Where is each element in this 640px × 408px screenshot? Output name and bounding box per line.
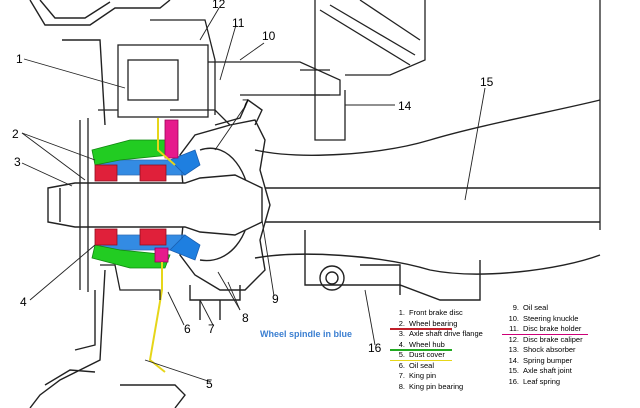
legend-item: 2. Wheel bearing — [390, 318, 483, 330]
legend-item: 11. Disc brake holder — [502, 324, 588, 335]
legend-item-number: 2. — [398, 318, 405, 328]
legend-item: 16. Leaf spring — [508, 377, 583, 388]
disc-brake-holder — [154, 119, 179, 263]
leader-lines — [21, 7, 486, 383]
caption: Wheel spindle in blue — [260, 329, 353, 339]
wheel-bearings — [94, 164, 167, 246]
legend-item-number: 15. — [508, 366, 519, 375]
legend-item-label: Axle shaft joint — [523, 366, 572, 375]
legend-item-number: 5. — [398, 350, 405, 359]
legend-item-number: 14. — [508, 355, 519, 365]
legend-item-label: Disc brake holder — [523, 324, 582, 333]
legend-item: 14. Spring bumper — [508, 356, 583, 367]
legend-item-label: Wheel bearing — [409, 318, 458, 328]
legend-item-number: 9. — [512, 303, 519, 312]
callout-15: 15 — [480, 75, 494, 89]
callout-6: 6 — [184, 322, 191, 336]
dust-cover — [148, 118, 176, 373]
legend-item-number: 4. — [398, 339, 405, 349]
wheel-rim — [29, 0, 186, 408]
legend-item-number: 6. — [398, 360, 405, 370]
chassis — [300, 0, 601, 230]
callout-labels: 1 2 3 4 5 6 7 7 8 9 10 11 12 14 15 16 — [12, 0, 494, 391]
legend-item: 13. Shock absorber — [508, 345, 583, 356]
callout-5: 5 — [206, 377, 213, 391]
legend-item-label: Front brake disc — [409, 308, 463, 317]
legend-item: 4. Wheel hub — [390, 339, 483, 351]
legend-item-label: King pin — [409, 371, 437, 380]
callout-4: 4 — [20, 295, 27, 309]
brake-disc — [79, 118, 161, 300]
legend-item-number: 1. — [398, 308, 405, 317]
legend-item: 1. Front brake disc — [394, 308, 483, 319]
legend-item-label: Spring bumper — [523, 355, 573, 365]
callout-8: 8 — [242, 311, 249, 325]
legend-item: 6. Oil seal — [394, 361, 483, 372]
legend-item-label: King pin bearing — [409, 381, 464, 391]
wheel-hub — [91, 139, 171, 269]
legend-item-number: 12. — [508, 334, 519, 344]
callout-14: 14 — [398, 99, 412, 113]
legend-item: 9. Oil seal — [508, 303, 583, 314]
legend-item-label: Leaf spring — [523, 376, 561, 386]
legend-item-underline — [390, 349, 452, 351]
legend-item: 15. Axle shaft joint — [508, 366, 583, 377]
legend-item-label: Shock absorber — [523, 345, 576, 354]
legend-item-underline — [390, 328, 452, 330]
callout-7b: 7 — [242, 97, 249, 111]
legend-item: 5. Dust cover — [390, 350, 483, 361]
legend-left: 1. Front brake disc 2. Wheel bearing 3. Axle … — [390, 308, 483, 393]
legend-right: 9. Oil seal 10. Steering knuckle 11. Disc bra… — [502, 303, 588, 388]
legend-item: 7. King pin — [394, 371, 483, 382]
callout-7a: 7 — [208, 322, 215, 336]
legend-item-underline — [390, 359, 452, 361]
legend-item-label: Dust cover — [409, 350, 445, 359]
legend-item-number: 10. — [508, 313, 519, 323]
legend-item-number: 11. — [509, 324, 519, 333]
legend-item-number: 3. — [398, 329, 405, 338]
legend-item: 8. King pin bearing — [394, 382, 483, 393]
callout-10: 10 — [262, 29, 276, 43]
callout-3: 3 — [14, 155, 21, 169]
legend-item: 10. Steering knuckle — [508, 314, 583, 325]
callout-12: 12 — [212, 0, 226, 11]
callout-1: 1 — [16, 52, 23, 66]
legend-item: 3. Axle shaft drive flange — [394, 329, 483, 340]
axle-housing — [254, 99, 601, 301]
callout-16: 16 — [368, 341, 382, 355]
legend-item-label: Steering knuckle — [523, 313, 579, 323]
legend-item-label: Oil seal — [409, 360, 435, 370]
legend-item: 12. Disc brake caliper — [508, 335, 583, 346]
callout-11: 11 — [232, 16, 245, 30]
legend-item-underline — [502, 333, 588, 335]
callout-9: 9 — [272, 292, 279, 306]
legend-item-number: 16. — [508, 376, 519, 386]
legend-item-number: 7. — [398, 371, 405, 380]
legend-item-label: Axle shaft drive flange — [409, 329, 483, 338]
legend-item-number: 8. — [398, 381, 405, 391]
legend-item-label: Wheel hub — [409, 339, 445, 349]
legend-item-label: Disc brake caliper — [523, 334, 583, 344]
callout-2: 2 — [12, 127, 19, 141]
legend-item-label: Oil seal — [523, 303, 549, 312]
legend-item-number: 13. — [508, 345, 519, 354]
caliper — [98, 19, 341, 126]
